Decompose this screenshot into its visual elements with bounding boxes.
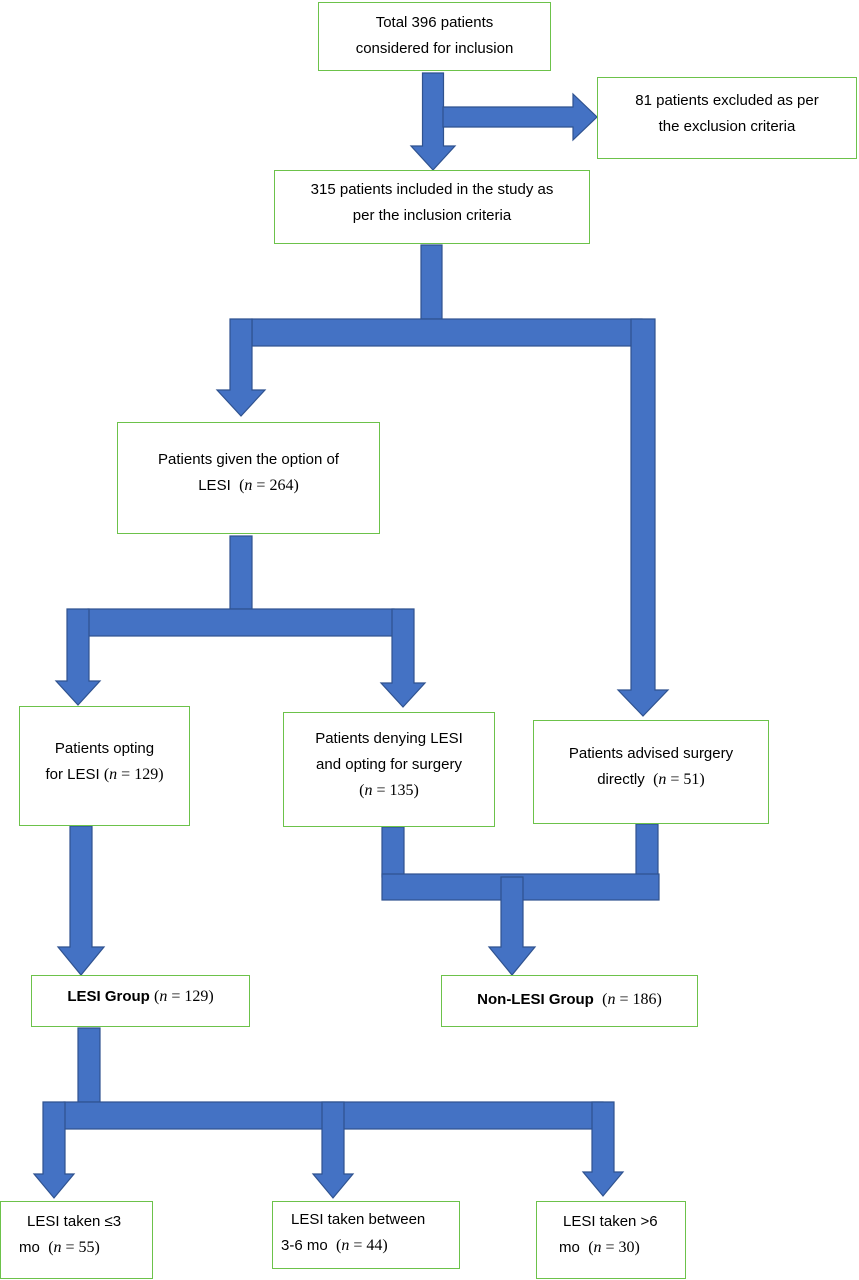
box-denying-lesi: Patients denying LESI and opting for sur… xyxy=(283,712,495,827)
box-excluded-patients: 81 patients excluded as per the exclusio… xyxy=(597,77,857,159)
connector-denying-stem xyxy=(381,826,405,878)
denying-lesi-line2: and opting for surgery xyxy=(316,756,462,773)
arrow-to-lesi-gt6 xyxy=(581,1101,625,1197)
box-lesi-le3: LESI taken ≤3 mo (n = 55) xyxy=(0,1201,153,1279)
box-total-patients: Total 396 patients considered for inclus… xyxy=(318,2,551,71)
arrow-to-non-lesi-group xyxy=(487,876,537,976)
lesi-le3-line2: mo (n = 55) xyxy=(19,1239,100,1256)
advised-surgery-line1: Patients advised surgery xyxy=(568,745,734,762)
lesi-le3-line1: LESI taken ≤3 xyxy=(27,1213,122,1230)
arrow-to-advised-surgery xyxy=(616,318,670,717)
included-line2: per the inclusion criteria xyxy=(352,207,512,224)
box-advised-surgery: Patients advised surgery directly (n = 5… xyxy=(533,720,769,824)
lesi-option-line1: Patients given the option of xyxy=(158,451,339,468)
advised-surgery-line2: directly (n = 51) xyxy=(597,771,705,788)
connector-lesi-group-stem xyxy=(77,1027,101,1103)
opting-lesi-line1: Patients opting xyxy=(54,740,155,757)
lesi-gt6-line1: LESI taken >6 xyxy=(563,1213,658,1230)
box-opting-lesi: Patients opting for LESI (n = 129) xyxy=(19,706,190,826)
total-line1: Total 396 patients xyxy=(375,14,494,31)
arrow-to-lesi-3to6 xyxy=(311,1101,355,1199)
total-line2: considered for inclusion xyxy=(355,40,514,57)
arrow-to-opting-lesi xyxy=(54,608,102,706)
box-lesi-option: Patients given the option of LESI (n = 2… xyxy=(117,422,380,534)
connector-top-split-bar xyxy=(251,318,643,347)
connector-included-stem xyxy=(420,244,443,320)
connector-lesi-option-stem xyxy=(229,535,253,610)
box-non-lesi-group: Non-LESI Group (n = 186) xyxy=(441,975,698,1027)
lesi-option-line2: LESI (n = 264) xyxy=(198,477,299,494)
box-lesi-gt6: LESI taken >6 mo (n = 30) xyxy=(536,1201,686,1279)
arrow-to-denying-lesi xyxy=(379,608,427,708)
lesi-gt6-line2: mo (n = 30) xyxy=(559,1239,640,1256)
arrow-to-lesi-group xyxy=(56,825,106,976)
non-lesi-group-line: Non-LESI Group (n = 186) xyxy=(477,991,662,1008)
arrow-to-excluded xyxy=(442,92,598,142)
arrow-to-lesi-le3 xyxy=(32,1101,76,1199)
box-lesi-3to6: LESI taken between 3-6 mo (n = 44) xyxy=(272,1201,460,1269)
excluded-line1: 81 patients excluded as per xyxy=(635,92,819,109)
connector-mid-split-bar xyxy=(87,608,395,637)
arrow-total-to-included xyxy=(409,72,457,171)
connector-advised-stem xyxy=(635,823,659,878)
box-lesi-group: LESI Group (n = 129) xyxy=(31,975,250,1027)
box-included-patients: 315 patients included in the study as pe… xyxy=(274,170,590,244)
denying-lesi-count: (n = 135) xyxy=(359,782,419,799)
included-line1: 315 patients included in the study as xyxy=(310,181,554,198)
denying-lesi-line1: Patients denying LESI xyxy=(315,730,463,747)
lesi-3to6-line1: LESI taken between xyxy=(291,1211,426,1228)
lesi-group-line: LESI Group (n = 129) xyxy=(67,988,214,1005)
opting-lesi-line2: for LESI (n = 129) xyxy=(45,766,164,783)
arrow-to-lesi-option xyxy=(215,318,267,417)
excluded-line2: the exclusion criteria xyxy=(658,118,796,135)
lesi-3to6-line2: 3-6 mo (n = 44) xyxy=(281,1237,388,1254)
